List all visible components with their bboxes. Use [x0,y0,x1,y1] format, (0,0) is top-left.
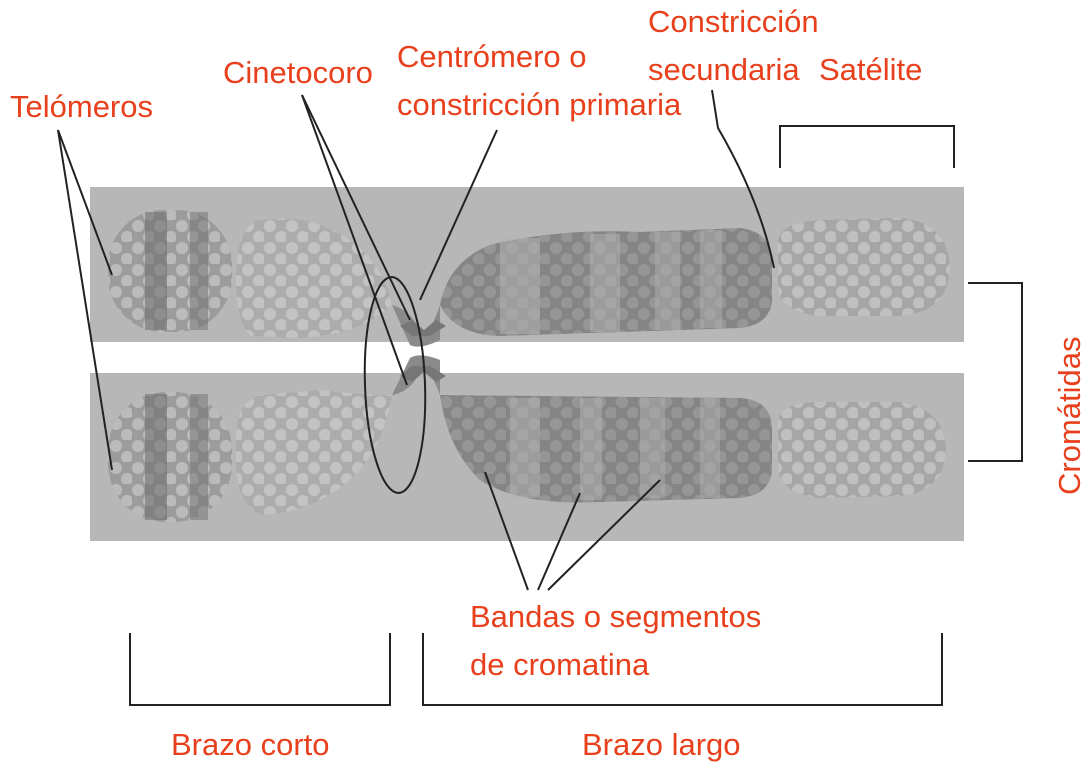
label-centromero-line2: constricción primaria [397,87,682,122]
label-cinetocoro: Cinetocoro [223,55,373,90]
label-brazo-largo: Brazo largo [582,727,741,762]
label-satelite: Satélite [819,52,922,87]
label-bandas-line1: Bandas o segmentos [470,599,761,634]
label-constriccion-line2: secundaria [648,52,800,87]
label-cromatidas: Cromátidas [1052,337,1087,496]
label-bandas-line2: de cromatina [470,647,650,682]
label-centromero-line1: Centrómero o [397,39,587,74]
label-brazo-corto: Brazo corto [171,727,330,762]
label-telomeros: Telómeros [10,89,153,124]
label-constriccion-line1: Constricción [648,4,819,39]
